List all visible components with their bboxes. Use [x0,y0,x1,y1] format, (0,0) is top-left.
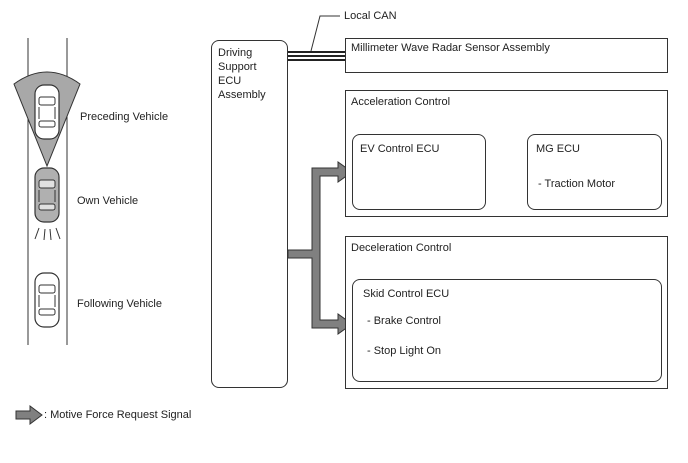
mg-ecu-box: MG ECU - Traction Motor [527,134,662,210]
preceding-car-icon [34,84,60,140]
deceleration-control-title: Deceleration Control [351,242,452,254]
following-car-icon [34,272,60,328]
legend-label: : Motive Force Request Signal [44,409,192,421]
mg-ecu-item: - Traction Motor [538,178,616,190]
ev-control-ecu-label: EV Control ECU [360,143,440,155]
radar-sensor-box: Millimeter Wave Radar Sensor Assembly [345,38,668,73]
brake-control-item: - Brake Control [367,315,441,327]
driving-support-ecu-box: Driving Support ECU Assembly [211,40,288,388]
legend-arrow-icon [15,405,43,425]
driving-support-ecu-line4: Assembly [218,89,266,101]
own-car-icon [34,167,60,223]
driving-support-ecu-line2: Support [218,61,257,73]
local-can-bus [288,51,345,61]
stop-light-item: - Stop Light On [367,345,441,357]
motive-force-arrow [287,161,353,335]
driving-support-ecu-line3: ECU [218,75,242,87]
skid-control-ecu-label: Skid Control ECU [363,288,450,300]
local-can-leader [310,15,340,52]
preceding-vehicle-label: Preceding Vehicle [80,111,169,123]
radar-sensor-label: Millimeter Wave Radar Sensor Assembly [351,42,550,54]
driving-support-ecu-line1: Driving [218,47,253,59]
acceleration-control-title: Acceleration Control [351,96,451,108]
skid-control-ecu-box: Skid Control ECU - Brake Control - Stop … [352,279,662,382]
ev-control-ecu-box: EV Control ECU [352,134,486,210]
stop-light-rays [34,227,61,241]
own-vehicle-label: Own Vehicle [77,195,139,207]
mg-ecu-label: MG ECU [536,143,580,155]
following-vehicle-label: Following Vehicle [77,298,162,310]
local-can-label: Local CAN [344,10,397,22]
